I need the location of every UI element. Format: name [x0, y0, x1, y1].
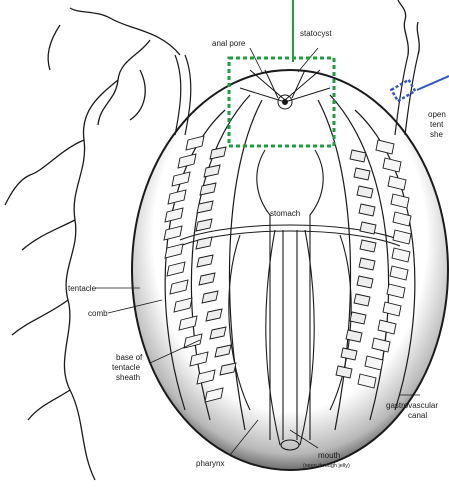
- label-opening-3: she: [430, 130, 443, 139]
- tentacle-right: [398, 0, 419, 55]
- label-pharynx: pharynx: [196, 459, 224, 468]
- label-stomach: stomach: [270, 209, 300, 218]
- label-base-2: tentacle: [112, 363, 141, 372]
- label-opening-1: open: [428, 110, 446, 119]
- label-gastro-2: canal: [408, 411, 427, 420]
- label-statocyst: statocyst: [300, 29, 332, 38]
- label-base-3: sheath: [116, 373, 140, 382]
- label-mouth: mouth: [318, 451, 340, 460]
- label-anal-pore: anal pore: [212, 39, 246, 48]
- label-comb: comb: [88, 309, 108, 318]
- label-base-1: base of: [116, 353, 143, 362]
- label-tentacle: tentacle: [68, 284, 97, 293]
- label-gastro-1: gastrovascular: [386, 401, 438, 410]
- label-opening-2: tent: [430, 120, 444, 129]
- label-mouth-note: (seen through jelly): [303, 463, 350, 469]
